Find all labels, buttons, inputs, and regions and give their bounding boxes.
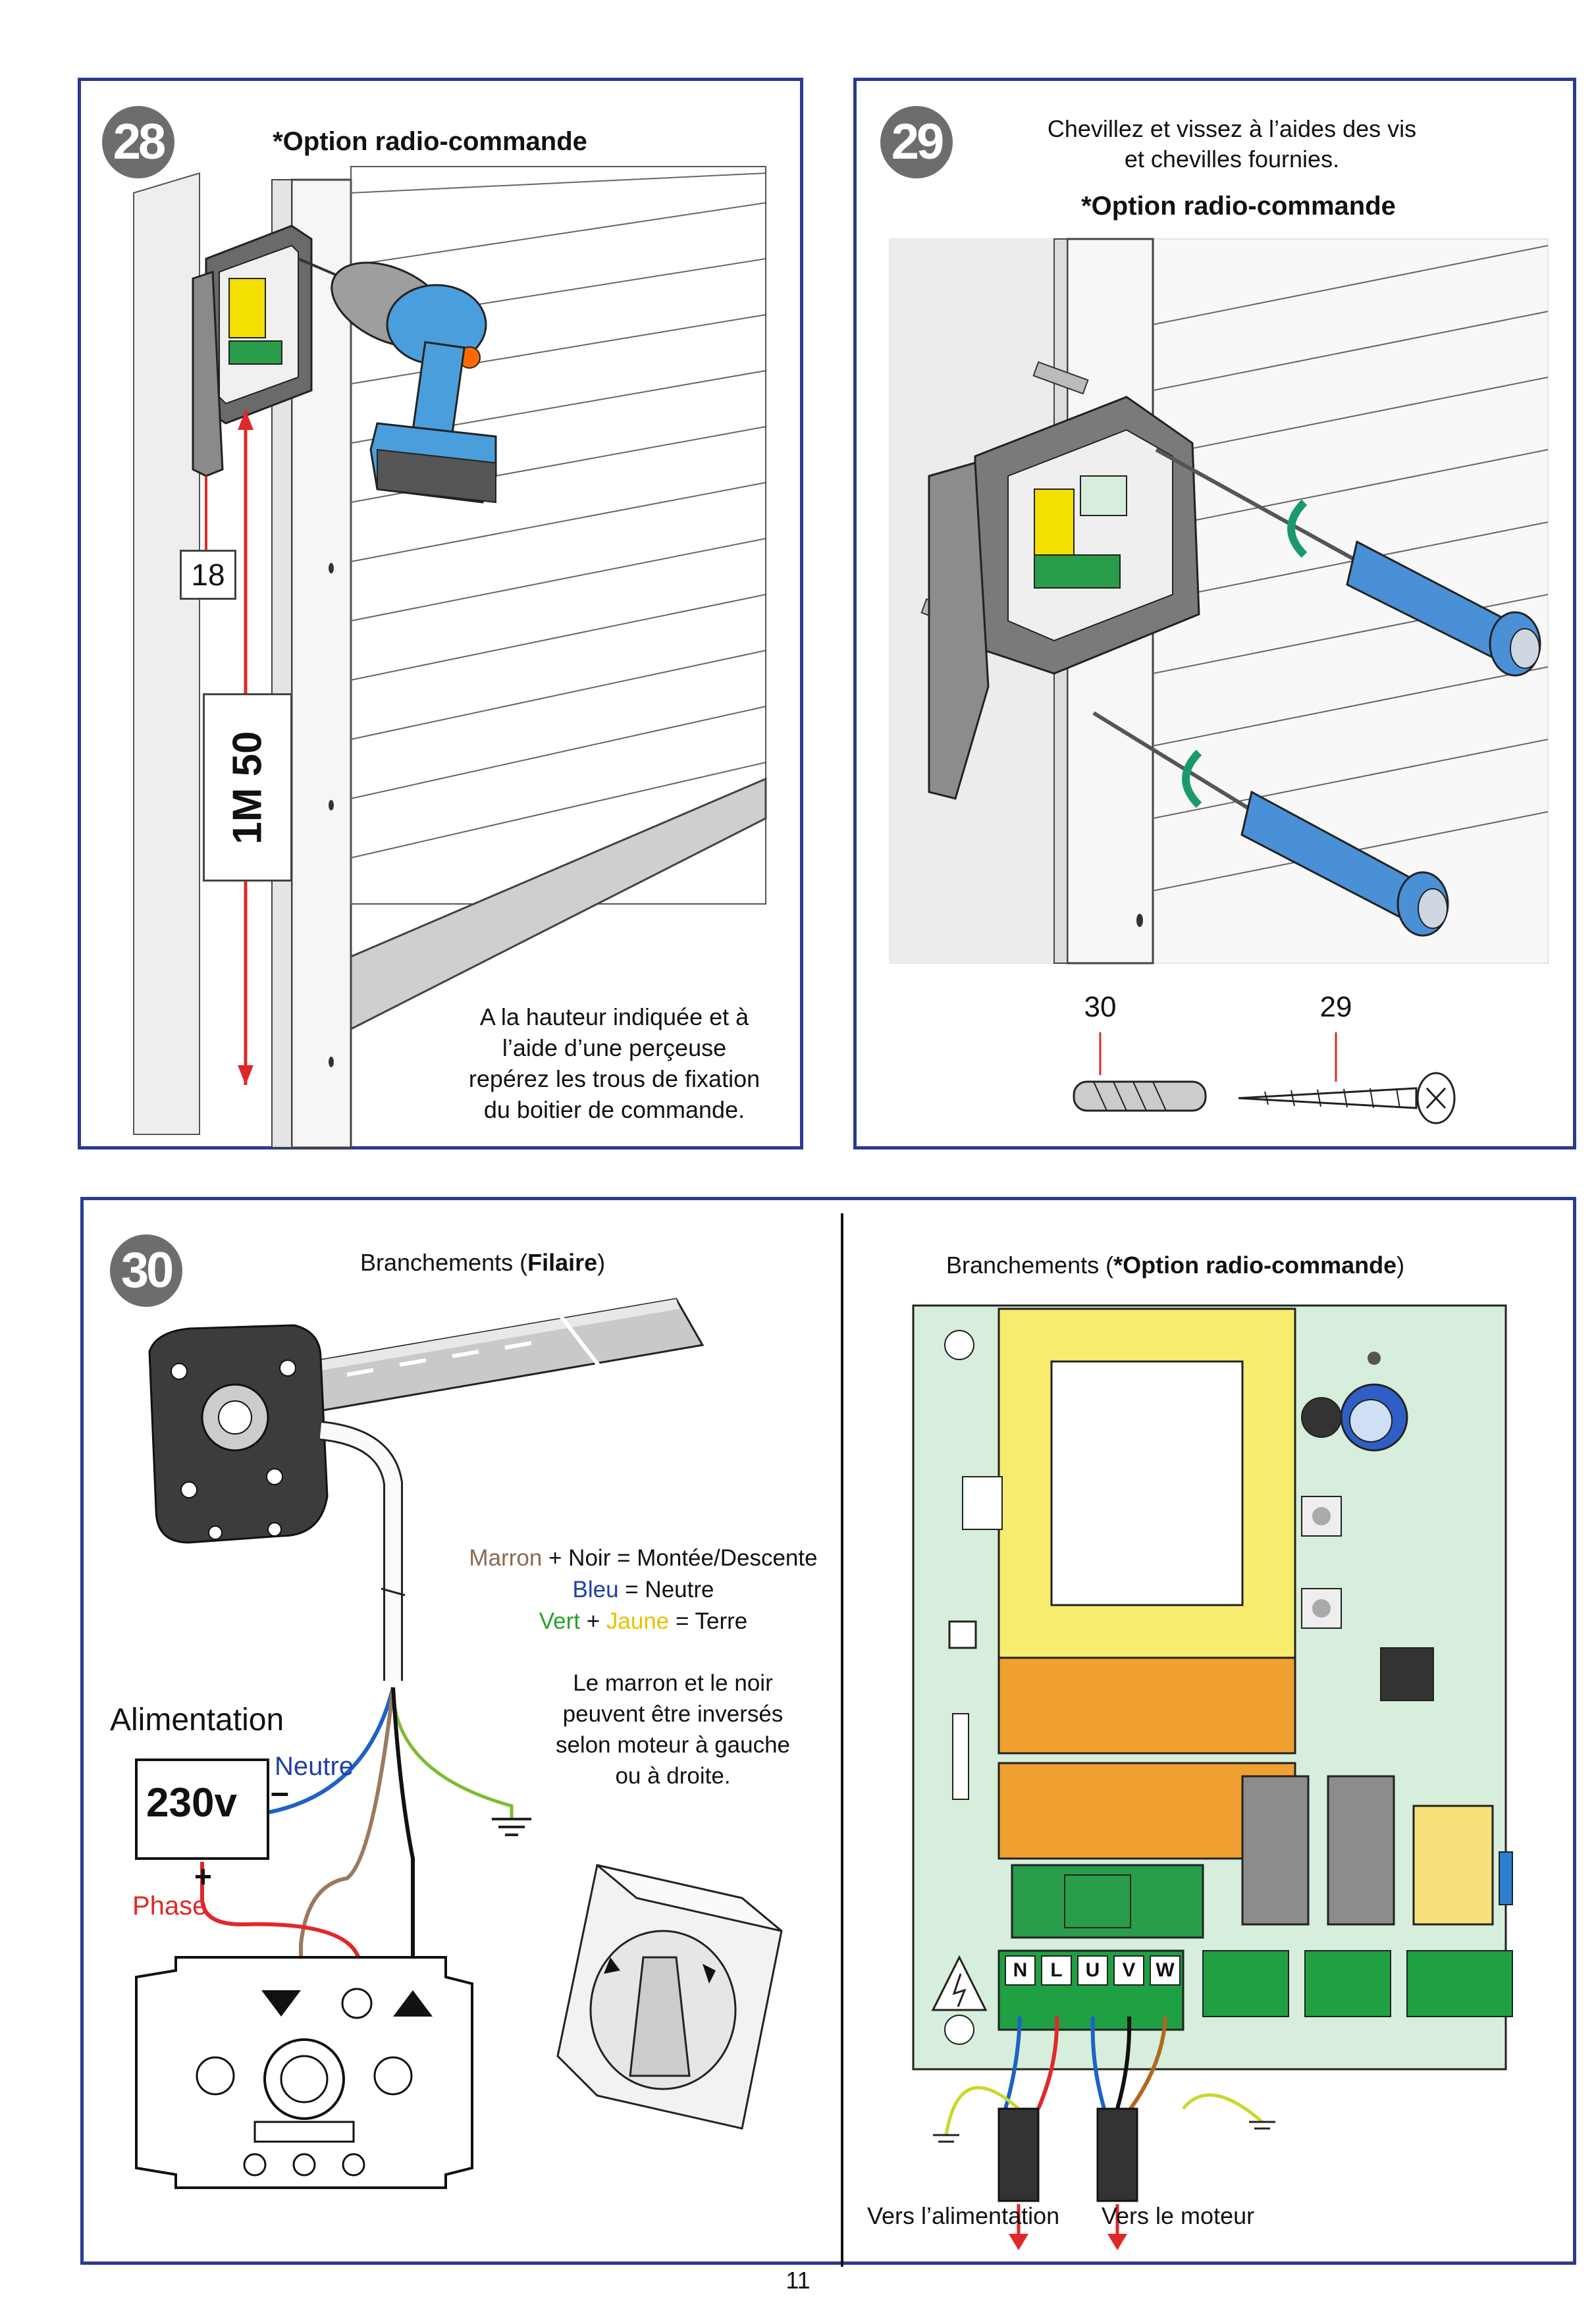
control-board-diagram <box>912 1304 1513 2250</box>
screw-part <box>1238 1072 1456 1124</box>
terminal-v: V <box>1122 1959 1136 1981</box>
part-29-label: 29 <box>1319 991 1352 1023</box>
terminal-w: W <box>1156 1959 1175 1981</box>
page-number: 11 <box>785 2267 811 2294</box>
step-number-badge: 29 <box>880 106 953 178</box>
wire-legend: Marron + Noir = Montée/Descente Bleu = N… <box>469 1545 818 1634</box>
terminal-n: N <box>1013 1959 1028 1981</box>
part-30-label: 30 <box>1084 991 1117 1023</box>
control-box <box>192 225 313 477</box>
motor-head <box>148 1324 329 1544</box>
wired-connection-title: Branchements (Filaire) <box>360 1249 606 1276</box>
drill-mounting-illustration <box>133 166 767 1149</box>
step-29-panel: 29 Chevillez et vissez à l’aides des vis… <box>853 78 1576 1150</box>
power-supply-title: Alimentation <box>110 1703 284 1737</box>
terminal-labels: N L U V W <box>1005 1956 1190 1985</box>
step-28-panel: 28 *Option radio-commande <box>78 78 803 1150</box>
step-title: *Option radio-commande <box>1081 192 1396 221</box>
phase-label: Phase <box>132 1891 207 1920</box>
dimension-18-label: 18 <box>180 550 236 600</box>
wired-diagram <box>135 1298 783 2189</box>
screwdriver-bottom <box>1092 711 1449 937</box>
wall-anchor-part <box>1073 1080 1207 1112</box>
screwdriver-top <box>1155 448 1541 677</box>
dimension-150-label: 1M 50 <box>203 693 292 882</box>
to-power-label: Vers l’alimentation <box>867 2202 1060 2229</box>
terminal-l: L <box>1050 1959 1063 1981</box>
step-30-panel: 30 Branchements (Filaire) Branchements (… <box>80 1197 1576 2267</box>
step-number-badge: 28 <box>102 106 174 178</box>
radio-connection-title: Branchements (*Option radio-commande) <box>946 1252 1405 1279</box>
vertical-divider <box>841 1213 843 2267</box>
voltage-label: 230v <box>146 1780 237 1826</box>
rotary-switch <box>556 1864 783 2130</box>
step-title: *Option radio-commande <box>273 127 587 156</box>
control-box <box>928 396 1200 800</box>
terminal-u: U <box>1085 1959 1100 1981</box>
neutral-label: Neutre <box>275 1752 354 1781</box>
to-motor-label: Vers le moteur <box>1102 2202 1255 2229</box>
plus-sign: + <box>194 1859 212 1893</box>
drill <box>298 257 497 504</box>
step-number-badge: 30 <box>110 1234 182 1307</box>
screwing-illustration <box>889 238 1549 1124</box>
wall-switch-mechanism <box>135 1956 473 2189</box>
minus-sign: – <box>271 1774 289 1810</box>
